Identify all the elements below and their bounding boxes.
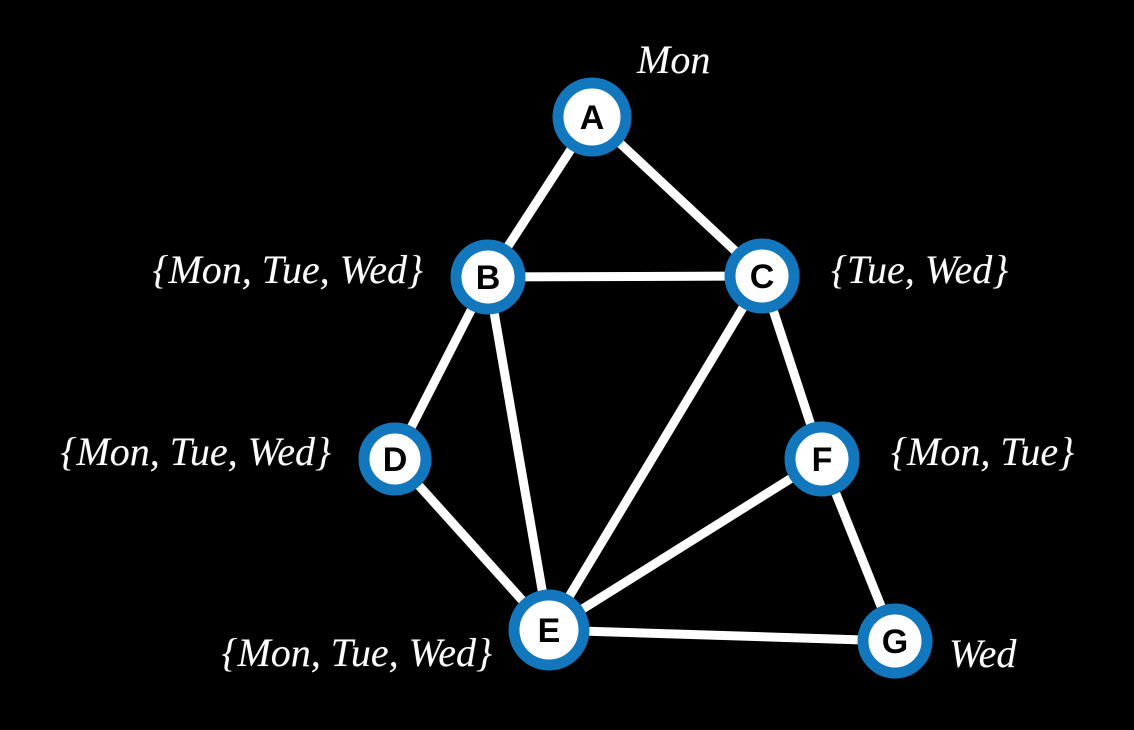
domain-label-b: {Mon, Tue, Wed} (152, 247, 423, 292)
node-label-a: A (580, 99, 605, 137)
domain-label-d: {Mon, Tue, Wed} (60, 429, 331, 474)
graph-node-f[interactable]: F (784, 421, 860, 497)
node-circle-e (508, 589, 590, 671)
graph-edge-e-g (544, 625, 900, 646)
graph-edge-b-c (483, 271, 767, 282)
node-label-g: G (882, 623, 908, 661)
graph-edge-c-e (544, 271, 767, 635)
node-label-e: E (538, 612, 561, 650)
graph-node-b[interactable]: B (450, 239, 526, 315)
edges-group (390, 112, 900, 646)
graph-node-e[interactable]: E (508, 589, 590, 671)
domain-label-c: {Tue, Wed} (831, 247, 1009, 292)
node-label-f: F (812, 441, 833, 479)
domain-label-f: {Mon, Tue} (891, 429, 1075, 474)
graph-edge-e-f (544, 454, 827, 635)
domain-label-g: Wed (949, 631, 1017, 676)
graph-node-g[interactable]: G (857, 603, 933, 679)
node-circle-d (358, 422, 432, 496)
domain-label-e: {Mon, Tue, Wed} (221, 630, 492, 675)
node-circle-b (450, 239, 526, 315)
node-circle-f (784, 421, 860, 497)
graph-node-c[interactable]: C (724, 238, 800, 314)
node-circle-c (724, 238, 800, 314)
node-circle-g (857, 603, 933, 679)
graph-node-d[interactable]: D (358, 422, 432, 496)
node-label-b: B (476, 259, 501, 297)
graph-edge-b-e (483, 272, 554, 635)
node-label-c: C (750, 258, 775, 296)
nodes-group: A B C D E F G (358, 77, 933, 679)
domain-label-a: Mon (637, 37, 711, 82)
graph-node-a[interactable]: A (552, 77, 632, 157)
node-circle-a (552, 77, 632, 157)
node-label-d: D (383, 441, 408, 479)
